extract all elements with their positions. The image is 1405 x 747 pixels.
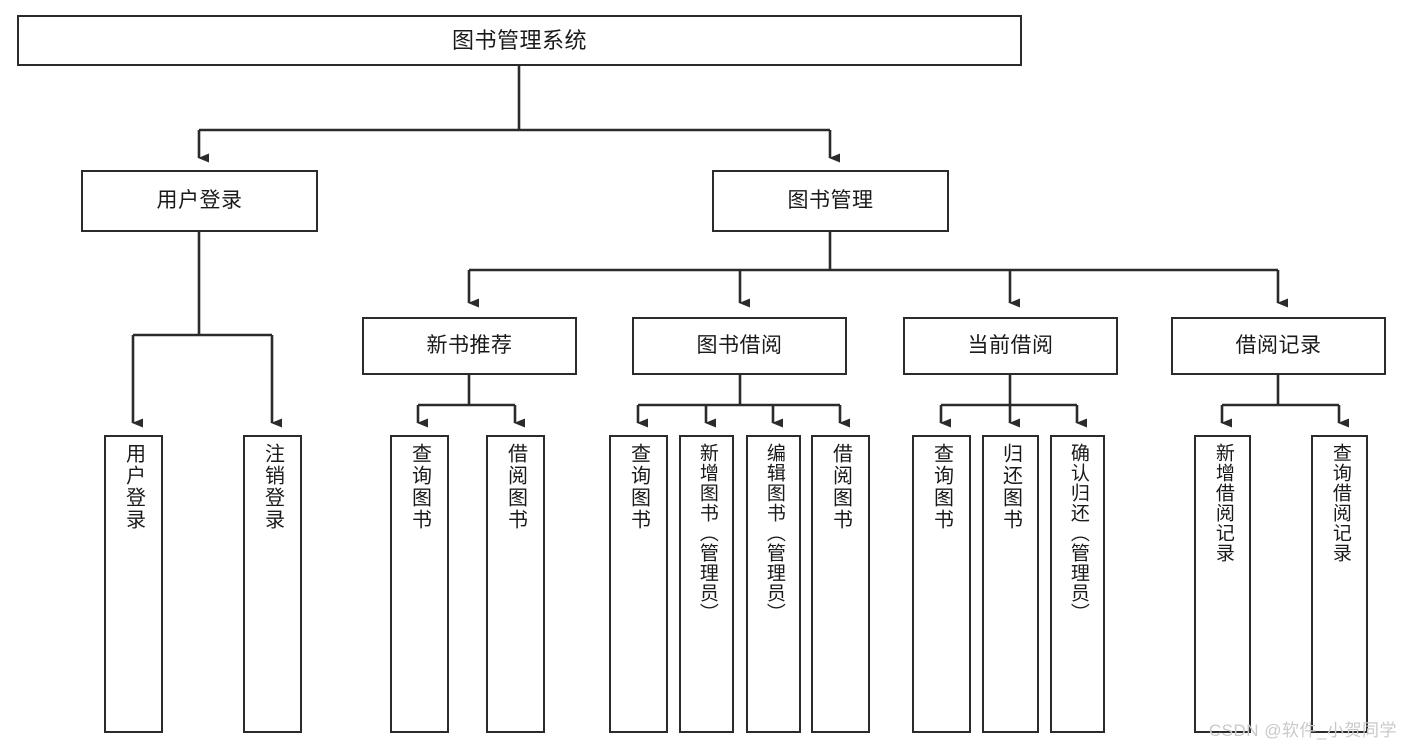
node-label: 新增借阅记录 (1212, 443, 1234, 563)
node-user-login[interactable]: 用户登录 (81, 170, 318, 232)
node-label: 图书管理 (787, 188, 874, 212)
node-book-borrow[interactable]: 图书借阅 (632, 317, 847, 375)
node-book-management[interactable]: 图书管理 (712, 170, 949, 232)
leaf-book-borrow-borrow-book[interactable]: 借阅图书 (811, 435, 870, 733)
watermark: CSDN @软件_小贺同学 (1208, 721, 1397, 740)
node-label: 图书管理系统 (451, 27, 587, 53)
node-label: 注销登录 (261, 443, 284, 531)
node-label: 查询图书 (408, 443, 431, 531)
node-new-book-recommend[interactable]: 新书推荐 (362, 317, 577, 375)
leaf-current-borrow-confirm-return-admin[interactable]: 确认归还（管理员） (1050, 435, 1105, 733)
node-label: 新书推荐 (426, 333, 513, 357)
node-label: 当前借阅 (967, 333, 1054, 357)
leaf-current-borrow-return-book[interactable]: 归还图书 (982, 435, 1039, 733)
node-label: 用户登录 (156, 188, 243, 212)
leaf-new-book-borrow-book[interactable]: 借阅图书 (486, 435, 545, 733)
leaf-current-borrow-query-book[interactable]: 查询图书 (912, 435, 971, 733)
node-label: 编辑图书（管理员） (763, 443, 785, 623)
node-label: 借阅图书 (504, 443, 527, 531)
node-label: 图书借阅 (696, 333, 783, 357)
leaf-book-borrow-query-book[interactable]: 查询图书 (609, 435, 668, 733)
node-root-book-management-system[interactable]: 图书管理系统 (17, 15, 1022, 66)
node-label: 查询借阅记录 (1329, 443, 1351, 563)
node-label: 确认归还（管理员） (1067, 443, 1089, 623)
leaf-borrow-record-add-record[interactable]: 新增借阅记录 (1194, 435, 1251, 733)
node-current-borrow[interactable]: 当前借阅 (903, 317, 1118, 375)
node-label: 借阅图书 (829, 443, 852, 531)
leaf-borrow-record-query-record[interactable]: 查询借阅记录 (1311, 435, 1368, 733)
node-label: 归还图书 (999, 443, 1022, 531)
node-label: 借阅记录 (1235, 333, 1322, 357)
leaf-new-book-query-book[interactable]: 查询图书 (390, 435, 449, 733)
leaf-user-login-login[interactable]: 用户登录 (104, 435, 163, 733)
node-label: 新增图书（管理员） (696, 443, 718, 623)
node-label: 查询图书 (627, 443, 650, 531)
node-label: 查询图书 (930, 443, 953, 531)
leaf-user-login-logout[interactable]: 注销登录 (243, 435, 302, 733)
node-label: 用户登录 (122, 443, 145, 531)
leaf-book-borrow-add-book-admin[interactable]: 新增图书（管理员） (679, 435, 734, 733)
leaf-book-borrow-edit-book-admin[interactable]: 编辑图书（管理员） (746, 435, 801, 733)
node-borrow-record[interactable]: 借阅记录 (1171, 317, 1386, 375)
